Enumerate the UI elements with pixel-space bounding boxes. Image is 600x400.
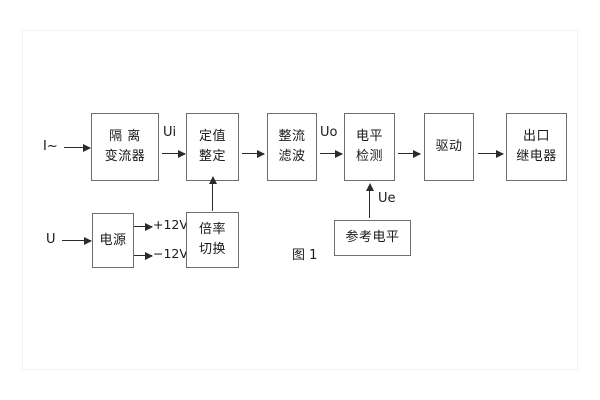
block-power-supply-line1: 电源: [99, 232, 127, 248]
block-rectify-filter: 整流 滤波: [267, 113, 317, 181]
block-setting-line2: 整定: [198, 149, 226, 164]
arrow-rectify-to-level-detect: [320, 149, 343, 158]
block-power-supply: 电源: [92, 213, 134, 268]
input-current-label: I~: [43, 139, 58, 154]
block-multiplier-switch-line1: 倍率: [198, 222, 226, 238]
block-level-detect-line2: 检测: [355, 149, 383, 164]
block-isolation-ct: 隔 离 变流器: [91, 113, 159, 181]
block-level-detect-line1: 电平: [355, 129, 383, 145]
block-rectify-filter-line2: 滤波: [278, 149, 306, 164]
block-setting-line1: 定值: [198, 129, 226, 145]
arrow-reference-to-level-detect: [365, 183, 374, 218]
signal-uo-label: Uo: [320, 125, 338, 140]
block-rectify-filter-line1: 整流: [278, 129, 306, 145]
rail-negative-label: −12V: [153, 246, 188, 261]
arrow-rail-positive: [134, 222, 153, 231]
arrow-multiplier-to-setting: [208, 176, 217, 211]
signal-ui-label: Ui: [163, 125, 177, 140]
arrow-rail-negative: [134, 251, 153, 260]
arrow-setting-to-rectify: [242, 149, 265, 158]
arrow-current-to-isolation: [64, 143, 91, 152]
block-multiplier-switch-line2: 切换: [198, 242, 226, 257]
diagram-outer-frame: [22, 30, 578, 370]
block-output-relay-line2: 继电器: [516, 149, 557, 164]
signal-ue-label: Ue: [378, 191, 396, 206]
figure-caption: 图 1: [292, 248, 318, 263]
block-multiplier-switch: 倍率 切换: [186, 212, 239, 268]
block-level-detect: 电平 检测: [344, 113, 395, 181]
input-voltage-label: U: [46, 232, 56, 247]
arrow-isolation-to-setting: [162, 149, 186, 158]
arrow-level-detect-to-drive: [398, 149, 421, 158]
arrow-drive-to-output-relay: [478, 149, 504, 158]
block-reference-level: 参考电平: [334, 220, 411, 256]
block-isolation-ct-line1: 隔 离: [109, 129, 141, 145]
rail-positive-label: +12V: [153, 217, 188, 232]
block-isolation-ct-line2: 变流器: [104, 149, 146, 164]
block-setting: 定值 整定: [186, 113, 239, 181]
block-output-relay-line1: 出口: [522, 129, 550, 145]
arrow-voltage-to-power-supply: [62, 236, 92, 245]
block-output-relay: 出口 继电器: [506, 113, 567, 181]
block-reference-level-line1: 参考电平: [345, 230, 400, 246]
block-drive-line1: 驱动: [435, 139, 463, 155]
block-drive: 驱动: [424, 113, 474, 181]
